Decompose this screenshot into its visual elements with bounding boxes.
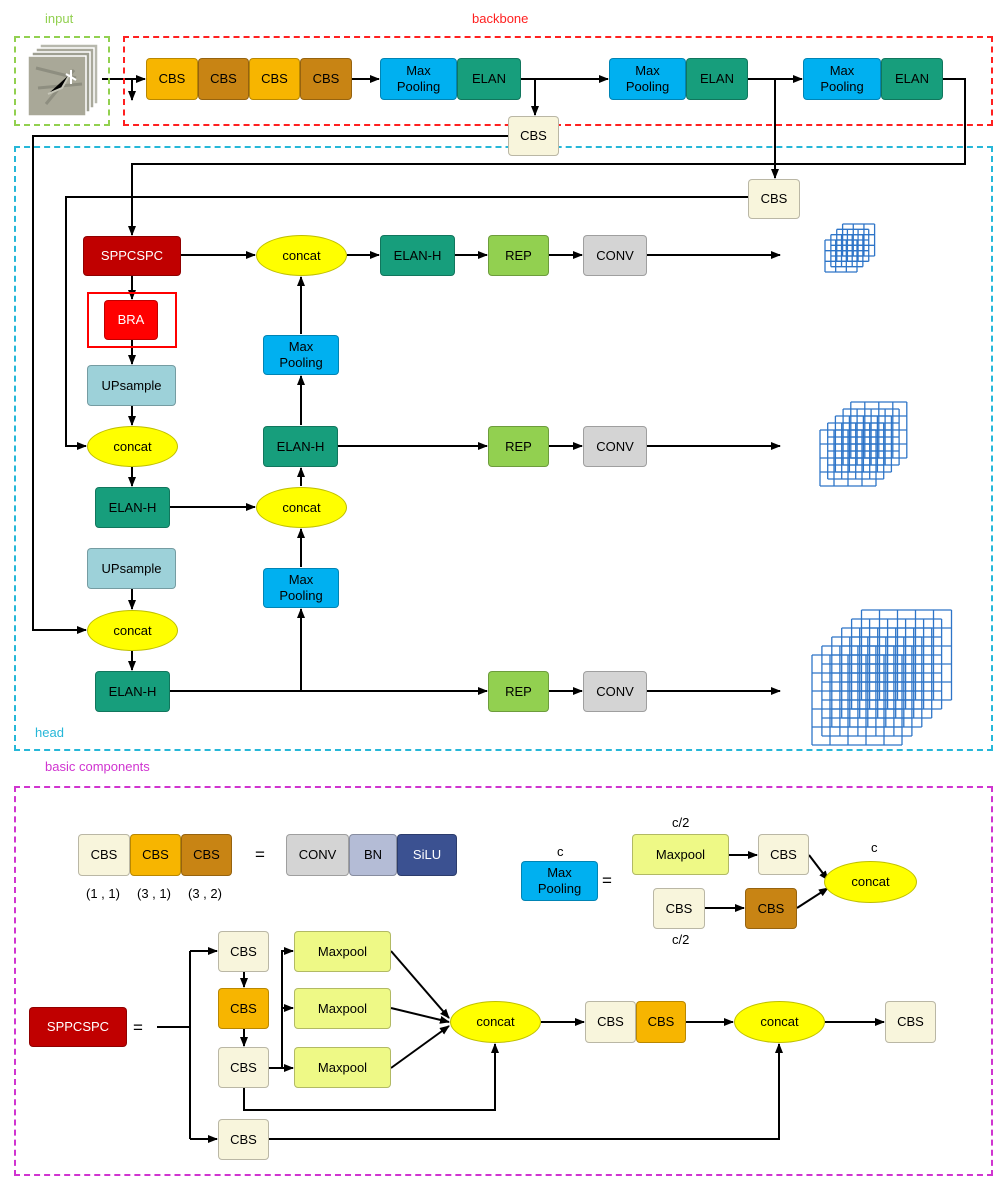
backbone-cbs-3: CBS (249, 58, 300, 100)
mp-half-top: c/2 (672, 815, 690, 830)
head-conv-1: CONV (583, 235, 647, 276)
head-elan-h-1: ELAN-H (95, 487, 170, 528)
input-label: input (45, 11, 74, 26)
head-concat-1: concat (87, 426, 178, 467)
basic-param-b: (3 , 1) (137, 886, 171, 901)
head-rep-1: REP (488, 235, 549, 276)
connector-8 (128, 78, 966, 236)
connector-9 (32, 135, 508, 634)
backbone-maxpool-3: Max Pooling (803, 58, 881, 100)
branch-cbs-2: CBS (748, 179, 800, 219)
head-rep-3: REP (488, 671, 549, 712)
backbone-maxpool-2: Max Pooling (609, 58, 686, 100)
branch-cbs-1: CBS (508, 116, 559, 156)
output-grid-2 (819, 401, 908, 487)
spp-equals: = (133, 1018, 143, 1037)
basic-components-label: basic components (45, 759, 150, 774)
backbone-maxpool-1: Max Pooling (380, 58, 457, 100)
mp-cbs-1: CBS (758, 834, 809, 875)
backbone-elan-3: ELAN (881, 58, 943, 100)
cbs-equals: = (255, 845, 265, 864)
basic-param-a: (1 , 1) (86, 886, 120, 901)
basic-cbs-a: CBS (78, 834, 130, 876)
connector-49 (390, 1025, 450, 1069)
head-maxpool-up: Max Pooling (263, 335, 339, 375)
connector-53 (269, 1043, 783, 1140)
spp-maxpool-2: Maxpool (294, 988, 391, 1029)
input-region (14, 36, 110, 126)
basic-silu: SiLU (397, 834, 457, 876)
head-concat-top: concat (256, 235, 347, 276)
head-rep-2: REP (488, 426, 549, 467)
head-concat-2: concat (87, 610, 178, 651)
spp-cbs-7: CBS (885, 1001, 936, 1043)
head-elan-h-2: ELAN-H (95, 671, 170, 712)
mp-concat-channel: c (871, 840, 878, 855)
connector-48 (390, 1007, 450, 1024)
backbone-cbs-1: CBS (146, 58, 198, 100)
spp-maxpool-3: Maxpool (294, 1047, 391, 1088)
spp-cbs-4: CBS (218, 1119, 269, 1160)
basic-bn: BN (349, 834, 397, 876)
head-upsample-1: UPsample (87, 365, 176, 406)
basic-cbs-c: CBS (181, 834, 232, 876)
basic-maxpooling: Max Pooling (521, 861, 598, 901)
backbone-cbs-4: CBS (300, 58, 352, 100)
mp-half-bottom: c/2 (672, 932, 690, 947)
spp-cbs-2: CBS (218, 988, 269, 1029)
head-sppcspc: SPPCSPC (83, 236, 181, 276)
head-maxpool-low: Max Pooling (263, 568, 339, 608)
connector-47 (390, 950, 450, 1019)
head-conv-2: CONV (583, 426, 647, 467)
backbone-label: backbone (472, 11, 529, 26)
basic-components-region (14, 786, 993, 1176)
connector-37 (796, 887, 829, 909)
input-image-stack (26, 43, 102, 120)
head-upsample-2: UPsample (87, 548, 176, 589)
head-elan-h-mid: ELAN-H (263, 426, 338, 467)
mp-equals: = (602, 871, 612, 890)
basic-cbs-b: CBS (130, 834, 181, 876)
mp-cbs-3: CBS (745, 888, 797, 929)
head-conv-3: CONV (583, 671, 647, 712)
spp-concat-1: concat (450, 1001, 541, 1043)
bra-highlight-box (87, 292, 177, 348)
backbone-elan-2: ELAN (686, 58, 748, 100)
connector-10 (65, 196, 748, 450)
basic-conv: CONV (286, 834, 349, 876)
head-bra: BRA (104, 300, 158, 340)
spp-cbs-5: CBS (585, 1001, 636, 1043)
head-concat-3: concat (256, 487, 347, 528)
mp-cbs-2: CBS (653, 888, 705, 929)
basic-sppcspc: SPPCSPC (29, 1007, 127, 1047)
spp-maxpool-1: Maxpool (294, 931, 391, 972)
head-label: head (35, 725, 64, 740)
mp-channel-c: c (557, 844, 564, 859)
spp-concat-2: concat (734, 1001, 825, 1043)
aerial-image-icon (27, 43, 99, 117)
backbone-cbs-2: CBS (198, 58, 249, 100)
spp-cbs-1: CBS (218, 931, 269, 972)
output-grid-1 (824, 223, 876, 273)
basic-param-c: (3 , 2) (188, 886, 222, 901)
mp-concat: concat (824, 861, 917, 903)
spp-cbs-6: CBS (636, 1001, 686, 1043)
head-region (14, 146, 993, 751)
spp-cbs-3: CBS (218, 1047, 269, 1088)
backbone-elan-1: ELAN (457, 58, 521, 100)
connector-50 (243, 1043, 499, 1111)
connector-45 (281, 947, 294, 1068)
output-grid-3 (811, 609, 953, 746)
head-elan-h-top: ELAN-H (380, 235, 455, 276)
mp-maxpool: Maxpool (632, 834, 729, 875)
